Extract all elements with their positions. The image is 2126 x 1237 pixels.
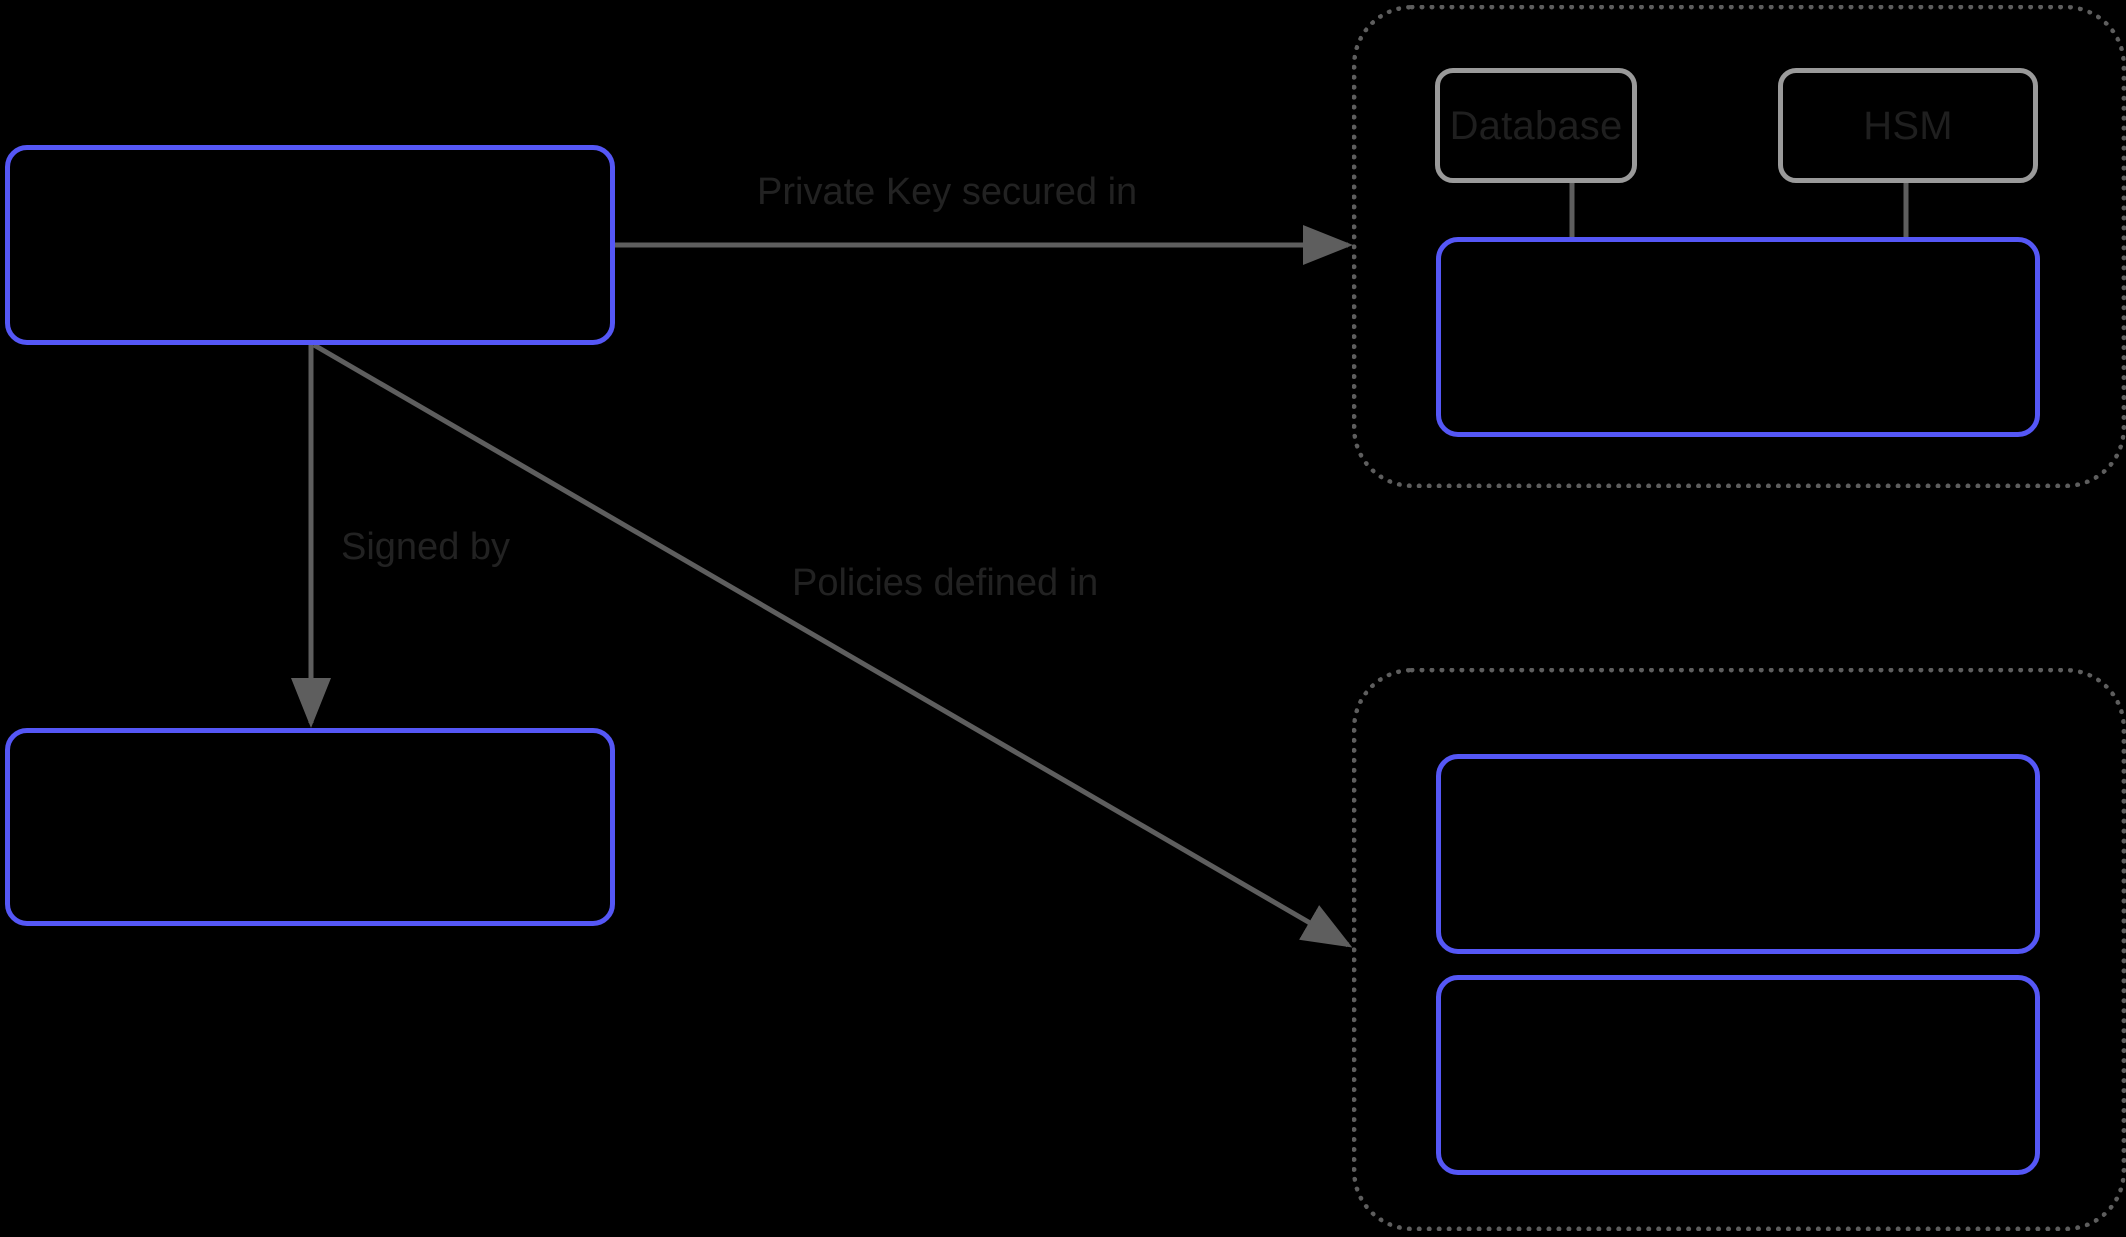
- node-policy-one[interactable]: [1436, 754, 2040, 954]
- group-key-storage[interactable]: [1352, 5, 2126, 488]
- group-policy-engine[interactable]: [1352, 668, 2126, 1231]
- edge-label-private-key-secured-in: Private Key secured in: [757, 171, 1138, 213]
- node-database-label: Database: [1449, 103, 1623, 148]
- node-hsm[interactable]: HSM: [1778, 68, 2038, 183]
- node-vault-store[interactable]: [1436, 237, 2040, 437]
- edge-label-signed-by: Signed by: [341, 526, 511, 568]
- node-primary[interactable]: [5, 145, 615, 345]
- node-signer[interactable]: [5, 728, 615, 926]
- edge-label-policies-defined-in: Policies defined in: [792, 562, 1099, 604]
- node-hsm-label: HSM: [1863, 103, 1953, 148]
- node-policy-two[interactable]: [1436, 975, 2040, 1175]
- node-database[interactable]: Database: [1435, 68, 1637, 183]
